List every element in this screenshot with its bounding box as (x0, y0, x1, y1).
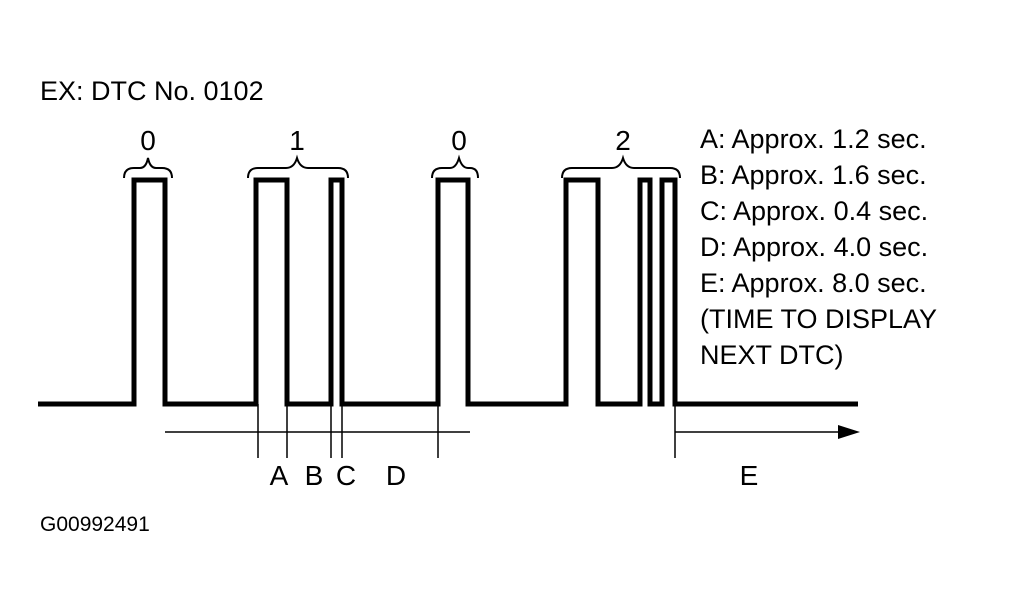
legend-note-line-1: (TIME TO DISPLAY (700, 304, 937, 334)
digit-label-2: 0 (451, 125, 467, 156)
interval-label-c: C (336, 460, 356, 491)
legend-item-b: B: Approx. 1.6 sec. (700, 160, 927, 190)
digit-brace-1 (247, 154, 349, 179)
interval-label-a: A (270, 460, 289, 491)
legend-item-e: E: Approx. 8.0 sec. (700, 268, 927, 298)
interval-label-d: D (386, 460, 406, 491)
diagram-title: EX: DTC No. 0102 (40, 76, 264, 106)
figure-id: G00992491 (40, 513, 150, 536)
legend-item-d: D: Approx. 4.0 sec. (700, 232, 928, 262)
legend-item-c: C: Approx. 0.4 sec. (700, 196, 928, 226)
digit-brace-3 (561, 154, 681, 179)
pulse-waveform (38, 177, 858, 407)
digit-label-0: 0 (140, 125, 156, 156)
digit-brace-0 (123, 157, 173, 179)
legend-note-line-2: NEXT DTC) (700, 340, 844, 370)
timing-guides (165, 404, 848, 458)
timeline-arrowhead (838, 425, 860, 439)
legend-item-a: A: Approx. 1.2 sec. (700, 124, 927, 154)
timing-legend: A: Approx. 1.2 sec. B: Approx. 1.6 sec. … (700, 124, 937, 370)
interval-label-e: E (740, 460, 759, 491)
digit-brace-2 (431, 154, 479, 179)
digit-label-1: 1 (289, 125, 305, 156)
digit-label-3: 2 (615, 125, 631, 156)
interval-label-b: B (305, 460, 324, 491)
